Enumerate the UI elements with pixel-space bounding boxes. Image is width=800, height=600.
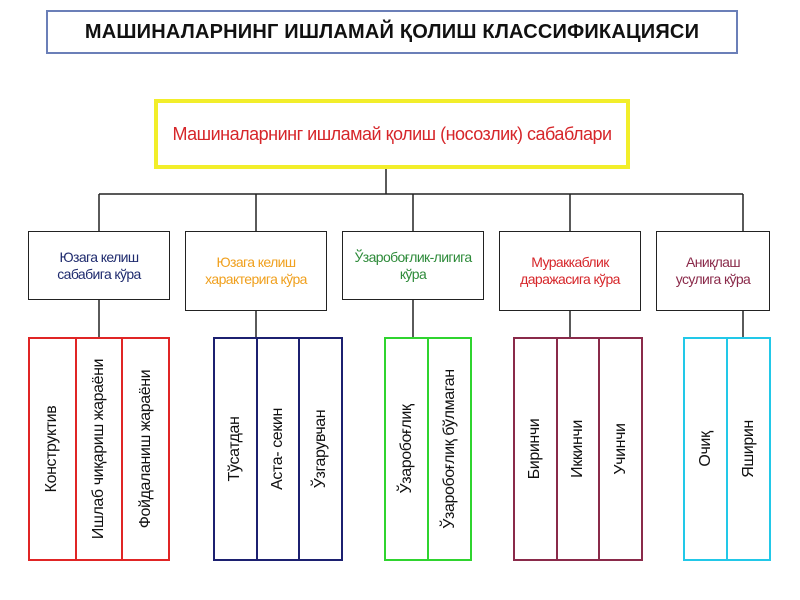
category-complexity: Мураккаблик даражасига кўра bbox=[499, 231, 641, 311]
items-group-interdependence: Ўзаробоғлиқ Ўзаробоғлиқ бўлмаган bbox=[384, 337, 472, 561]
item-cell: Аста- секин bbox=[258, 339, 301, 559]
category-detection: Аниқлаш усулига кўра bbox=[656, 231, 770, 311]
item-cell: Биринчи bbox=[515, 339, 558, 559]
item-cell: Ўзгарувчан bbox=[300, 339, 341, 559]
page-title: МАШИНАЛАРНИНГ ИШЛАМАЙ ҚОЛИШ КЛАССИФИКАЦИ… bbox=[46, 10, 738, 54]
item-cell: Ўзаробоғлиқ bbox=[386, 339, 429, 559]
category-label: Ўзаробоғлик-лигига кўра bbox=[354, 248, 472, 282]
items-group-character: Тўсатдан Аста- секин Ўзгарувчан bbox=[213, 337, 343, 561]
items-group-detection: Очиқ Яширин bbox=[683, 337, 771, 561]
item-label: Ўзгарувчан bbox=[311, 409, 329, 489]
item-cell: Яширин bbox=[728, 339, 769, 559]
item-label: Учинчи bbox=[611, 423, 629, 475]
item-label: Ишлаб чиқариш жараёни bbox=[90, 358, 107, 540]
item-cell: Ишлаб чиқариш жараёни bbox=[77, 339, 124, 559]
category-character: Юзага келиш характерига кўра bbox=[185, 231, 327, 311]
item-cell: Учинчи bbox=[600, 339, 641, 559]
category-cause: Юзага келиш сабабига кўра bbox=[28, 231, 170, 300]
category-label: Аниқлаш усулига кўра bbox=[675, 254, 751, 287]
item-label: Иккинчи bbox=[569, 420, 586, 478]
item-cell: Иккинчи bbox=[558, 339, 601, 559]
category-label: Юзага келиш характерига кўра bbox=[205, 254, 307, 287]
item-cell: Тўсатдан bbox=[215, 339, 258, 559]
item-label: Очиқ bbox=[696, 431, 714, 467]
item-label: Фойдаланиш жараёни bbox=[136, 369, 154, 529]
item-label: Биринчи bbox=[526, 418, 544, 480]
root-node: Машиналарнинг ишламай қолиш (носозлик) с… bbox=[154, 99, 630, 169]
category-label: Юзага келиш сабабига кўра bbox=[57, 248, 141, 282]
item-label: Аста- секин bbox=[269, 408, 286, 490]
items-group-complexity: Биринчи Иккинчи Учинчи bbox=[513, 337, 643, 561]
item-cell: Фойдаланиш жараёни bbox=[123, 339, 168, 559]
item-cell: Очиқ bbox=[685, 339, 728, 559]
item-label: Конструктив bbox=[43, 405, 61, 493]
item-label: Ўзаробоғлиқ bbox=[397, 404, 415, 494]
category-label: Мураккаблик даражасига кўра bbox=[520, 254, 620, 287]
item-cell: Ўзаробоғлиқ бўлмаган bbox=[429, 339, 470, 559]
item-label: Тўсатдан bbox=[226, 416, 244, 482]
item-cell: Конструктив bbox=[30, 339, 77, 559]
category-interdependence: Ўзаробоғлик-лигига кўра bbox=[342, 231, 484, 300]
items-group-cause: Конструктив Ишлаб чиқариш жараёни Фойдал… bbox=[28, 337, 170, 561]
item-label: Яширин bbox=[739, 420, 757, 478]
item-label: Ўзаробоғлиқ бўлмаган bbox=[440, 369, 458, 529]
